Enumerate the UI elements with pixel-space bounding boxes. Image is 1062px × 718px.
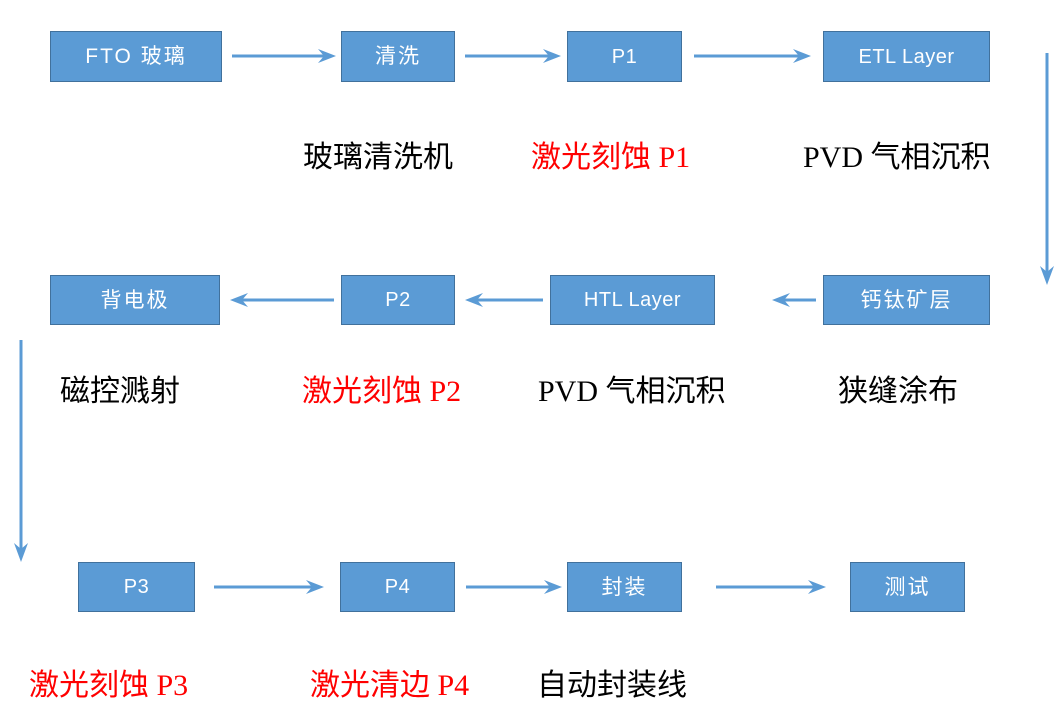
arrow-p4-to-encapsulation	[466, 577, 562, 597]
node-p1[interactable]: P1	[567, 31, 682, 82]
caption-slot-die-coating: 狭缝涂布	[838, 375, 958, 408]
caption-magnetron-sputtering: 磁控溅射	[60, 375, 180, 408]
caption-auto-encap-line: 自动封装线	[537, 669, 687, 702]
caption-laser-etching-p3: 激光刻蚀 P3	[29, 669, 189, 702]
arrow-p2-to-back-electrode	[230, 290, 334, 310]
node-etl-layer[interactable]: ETL Layer	[823, 31, 990, 82]
arrow-p1-to-etl	[694, 46, 811, 66]
arrow-back-electrode-to-p3	[11, 340, 31, 562]
arrow-p3-to-p4	[214, 577, 324, 597]
caption-laser-edge-clean-p4: 激光清边 P4	[310, 669, 470, 702]
arrow-encapsulation-to-test	[716, 577, 826, 597]
node-p3[interactable]: P3	[78, 562, 195, 612]
node-p2[interactable]: P2	[341, 275, 455, 325]
node-p4[interactable]: P4	[340, 562, 455, 612]
caption-glass-cleaner: 玻璃清洗机	[303, 141, 453, 174]
node-htl-layer[interactable]: HTL Layer	[550, 275, 715, 325]
node-testing[interactable]: 测试	[850, 562, 965, 612]
node-fto-glass[interactable]: FTO 玻璃	[50, 31, 222, 82]
node-cleaning[interactable]: 清洗	[341, 31, 455, 82]
node-perovskite-layer[interactable]: 钙钛矿层	[823, 275, 990, 325]
node-encapsulation[interactable]: 封装	[567, 562, 682, 612]
caption-laser-etching-p2: 激光刻蚀 P2	[302, 375, 462, 408]
arrow-etl-to-perovskite	[1037, 53, 1057, 285]
arrow-fto-to-cleaning	[232, 46, 336, 66]
caption-pvd-deposition-2: PVD 气相沉积	[538, 375, 726, 408]
node-back-electrode[interactable]: 背电极	[50, 275, 220, 325]
arrow-cleaning-to-p1	[465, 46, 561, 66]
caption-laser-etching-p1: 激光刻蚀 P1	[531, 141, 691, 174]
caption-pvd-deposition-1: PVD 气相沉积	[803, 141, 991, 174]
arrow-perovskite-to-htl	[772, 290, 816, 310]
arrow-htl-to-p2	[465, 290, 543, 310]
